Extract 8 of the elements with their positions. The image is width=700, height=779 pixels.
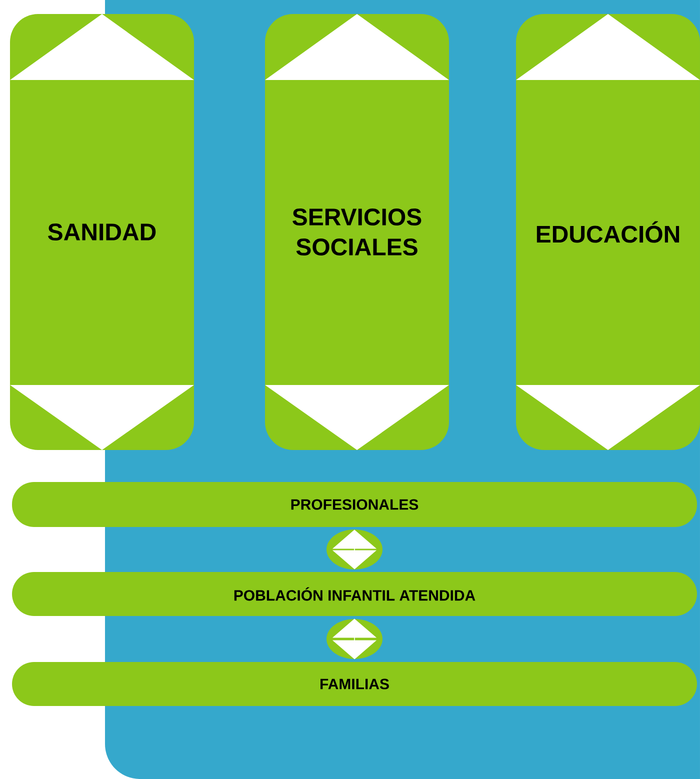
band-box: POBLACIÓN INFANTIL ATENDIDA bbox=[12, 572, 697, 616]
column-box: SANIDAD bbox=[10, 14, 194, 450]
double-arrow bbox=[326, 530, 382, 570]
double-arrow bbox=[326, 618, 382, 660]
band-box: FAMILIAS bbox=[12, 662, 697, 706]
column-box: SERVICIOS SOCIALES bbox=[265, 14, 449, 450]
band-box: PROFESIONALES bbox=[12, 482, 697, 527]
column-box: EDUCACIÓN bbox=[516, 14, 700, 450]
